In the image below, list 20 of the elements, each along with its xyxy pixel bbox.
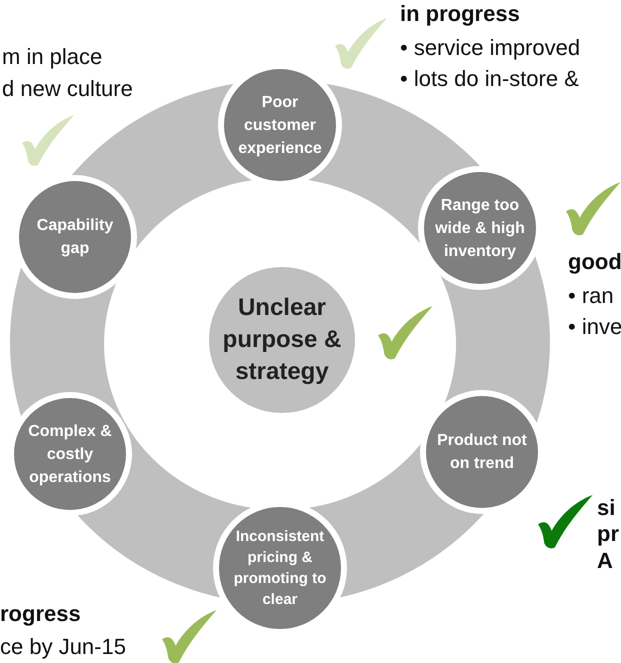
bullet-text: • inve bbox=[568, 314, 621, 340]
circle-label: Poor customer experience bbox=[237, 92, 323, 158]
circle-label: Inconsistent pricing & promoting to clear bbox=[232, 527, 328, 610]
status-heading: good bbox=[568, 249, 621, 275]
note-text: d new culture bbox=[2, 76, 133, 102]
circle-label: Capability gap bbox=[36, 216, 114, 259]
status-heading: in progress bbox=[400, 1, 520, 27]
status-heading: A bbox=[597, 548, 613, 574]
circle-label: Product not on trend bbox=[436, 431, 528, 474]
note-text: m in place bbox=[2, 44, 102, 70]
circle-label: Complex & costly operations bbox=[27, 422, 113, 488]
status-heading: si bbox=[597, 495, 616, 521]
bullet-text: • lots do in-store & bbox=[400, 66, 579, 92]
bullet-text: • ran bbox=[568, 283, 614, 309]
bullet-text: • service improved bbox=[400, 35, 580, 61]
status-heading: rogress bbox=[0, 601, 81, 627]
status-heading: pr bbox=[597, 521, 619, 547]
circle-label: Range too wide & high inventory bbox=[434, 196, 526, 262]
circle-label: Unclear purpose & strategy bbox=[222, 293, 342, 387]
note-text: ce by Jun-15 bbox=[0, 634, 126, 660]
